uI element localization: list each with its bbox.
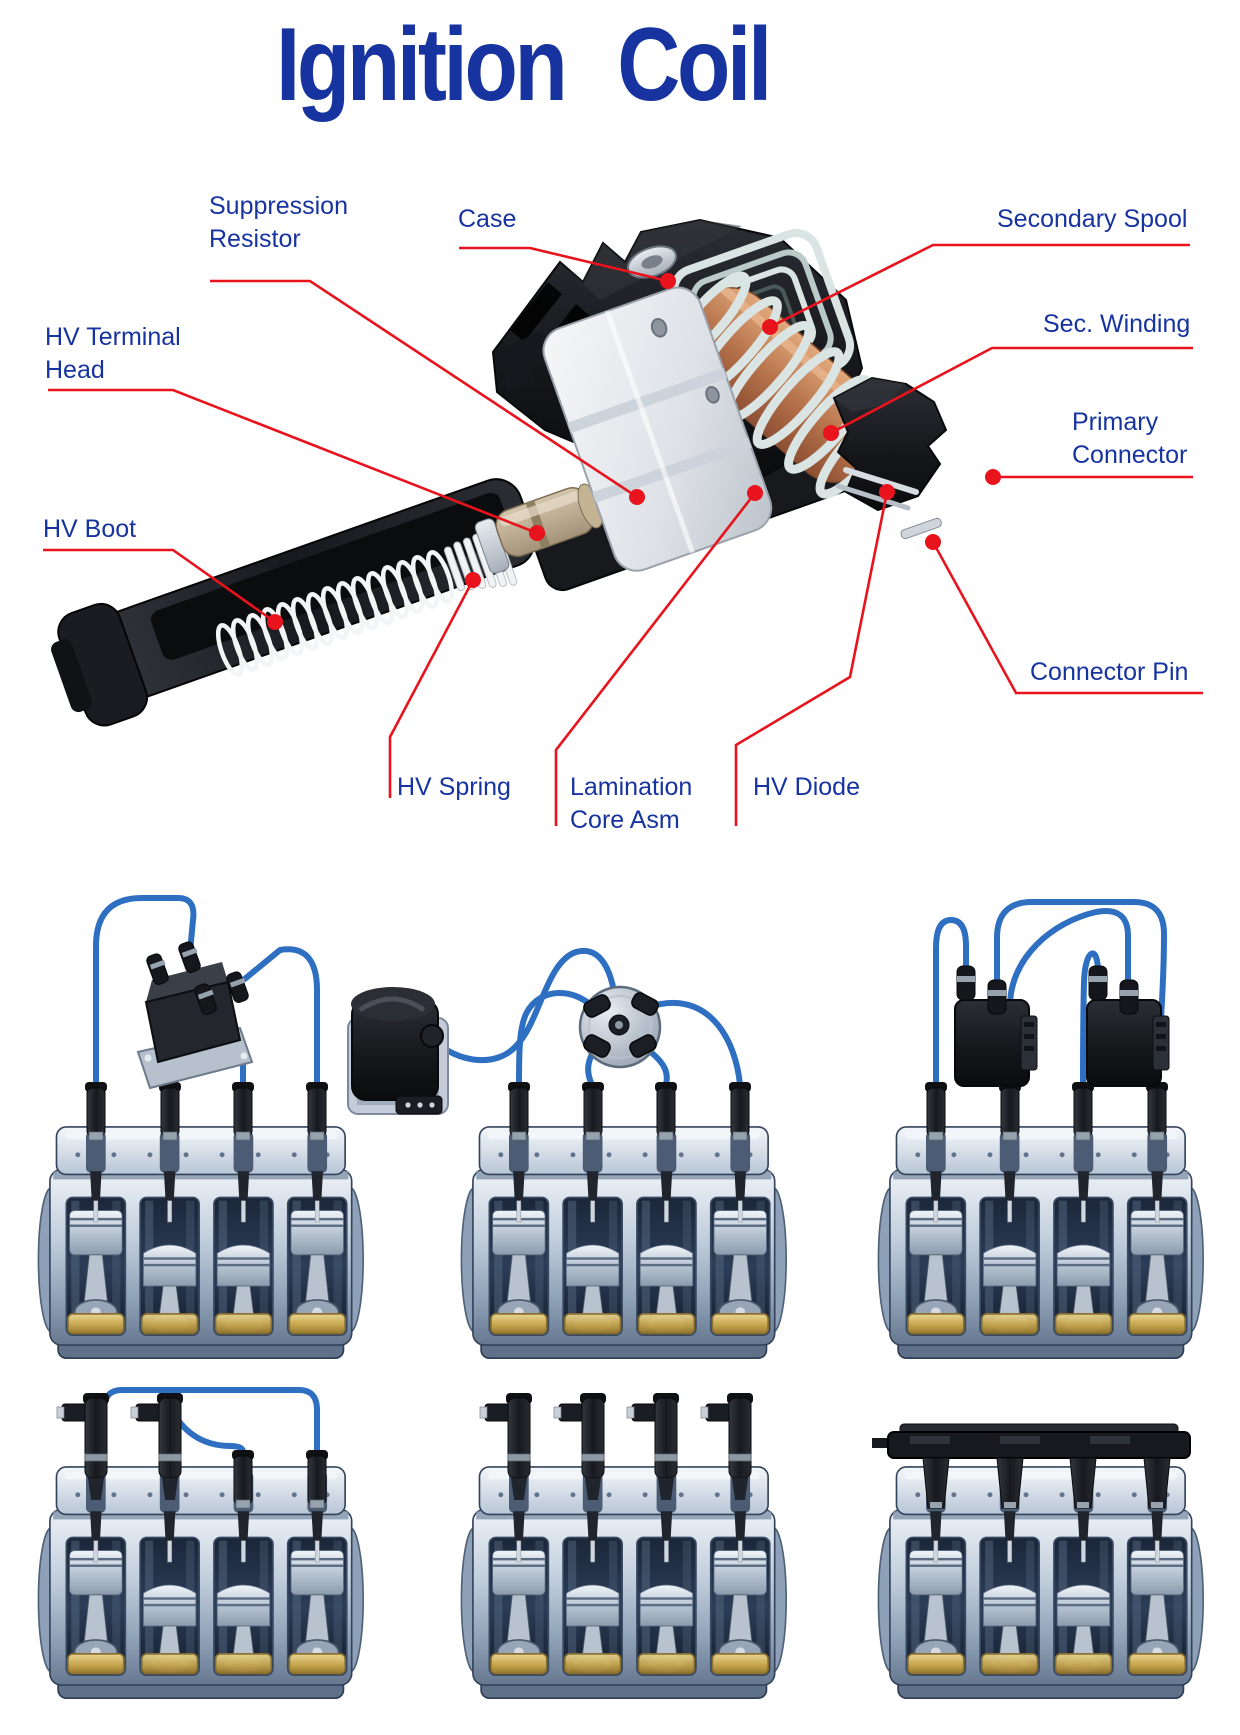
dual-coil-pack-icons bbox=[954, 965, 1170, 1087]
canister-coil-icon bbox=[347, 987, 449, 1115]
label-suppression-resistor: Suppression Resistor bbox=[209, 192, 348, 253]
lamination-core-asm-art bbox=[542, 286, 773, 572]
engine-block-3 bbox=[877, 1126, 1204, 1359]
label-primary-connector: Primary Connector bbox=[1072, 408, 1188, 469]
ignition-coil-cutaway-illustration bbox=[43, 218, 1203, 826]
leader-lines bbox=[43, 243, 1203, 826]
label-hv-spring: HV Spring bbox=[397, 773, 511, 801]
label-connector-pin: Connector Pin bbox=[1030, 658, 1189, 686]
hv-spring-art bbox=[215, 550, 455, 677]
coil-pack-icon bbox=[136, 941, 254, 1090]
coil-rail-icon bbox=[872, 1423, 1191, 1509]
engine-block-5 bbox=[460, 1466, 787, 1699]
label-hv-terminal-head: HV Terminal Head bbox=[45, 323, 181, 384]
hv-boot-art bbox=[51, 478, 536, 727]
engine-block-1 bbox=[37, 1126, 364, 1359]
primary-connector-art bbox=[832, 376, 948, 540]
distributor-cap-icon bbox=[578, 985, 662, 1069]
label-sec-winding: Sec. Winding bbox=[1043, 310, 1191, 338]
page-title: Ignition Coil bbox=[276, 7, 772, 123]
label-secondary-spool: Secondary Spool bbox=[997, 205, 1188, 233]
label-case: Case bbox=[458, 205, 517, 233]
label-hv-boot: HV Boot bbox=[43, 515, 137, 543]
label-hv-diode: HV Diode bbox=[753, 773, 860, 801]
leader-dots bbox=[267, 273, 1001, 630]
label-lamination-core-asm: Lamination Core Asm bbox=[570, 773, 693, 834]
engine-block-2 bbox=[460, 1126, 787, 1359]
